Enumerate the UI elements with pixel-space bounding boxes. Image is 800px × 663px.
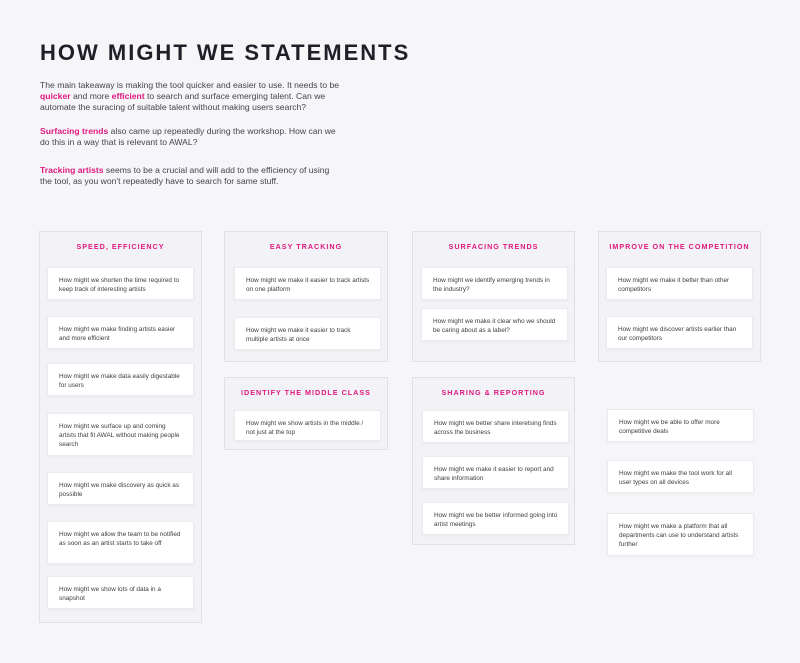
highlight-quicker: quicker bbox=[40, 91, 71, 102]
hmw-card-loose[interactable]: How might we make the tool work for all … bbox=[607, 460, 754, 493]
group-easy-tracking: EASY TRACKING How might we make it easie… bbox=[224, 231, 388, 362]
group-title: SURFACING TRENDS bbox=[448, 242, 539, 251]
hmw-card[interactable]: How might we make data easily digestable… bbox=[47, 363, 194, 396]
intro-text: to search and surface emerging talent. C… bbox=[40, 91, 326, 113]
group-identify-middle-class: IDENTIFY THE MIDDLE CLASS How might we s… bbox=[224, 377, 388, 450]
group-title: IDENTIFY THE MIDDLE CLASS bbox=[241, 388, 371, 397]
highlight-tracking-artists: Tracking artists bbox=[40, 165, 104, 175]
hmw-card[interactable]: How might we make discovery as quick as … bbox=[47, 472, 194, 505]
hmw-card[interactable]: How might we make finding artists easier… bbox=[47, 316, 194, 349]
group-surfacing-trends: SURFACING TRENDS How might we identify e… bbox=[412, 231, 575, 362]
page-title: HOW MIGHT WE STATEMENTS bbox=[40, 40, 411, 65]
intro-text: and more bbox=[70, 91, 112, 102]
intro-paragraph-3: Tracking artists seems to be a crucial a… bbox=[40, 165, 340, 187]
highlight-efficient: efficient bbox=[111, 91, 145, 102]
hmw-card[interactable]: How might we be better informed going in… bbox=[422, 502, 569, 535]
hmw-card-loose[interactable]: How might we make a platform that all de… bbox=[607, 513, 754, 556]
group-title: IMPROVE ON THE COMPETITION bbox=[609, 242, 750, 251]
hmw-card[interactable]: How might we make it clear who we should… bbox=[421, 308, 568, 341]
group-improve-competition: IMPROVE ON THE COMPETITION How might we … bbox=[598, 231, 761, 362]
hmw-card[interactable]: How might we discover artists earlier th… bbox=[606, 316, 753, 349]
hmw-card[interactable]: How might we make it easier to report an… bbox=[422, 456, 569, 489]
hmw-card[interactable]: How might we allow the team to be notifi… bbox=[47, 521, 194, 564]
intro-text: The main takeaway is making the tool qui… bbox=[40, 80, 340, 90]
highlight-surfacing-trends: Surfacing trends bbox=[40, 126, 109, 136]
hmw-card[interactable]: How might we make it better than other c… bbox=[606, 267, 753, 300]
hmw-card[interactable]: How might we shorten the time required t… bbox=[47, 267, 194, 300]
group-title: EASY TRACKING bbox=[269, 242, 343, 251]
hmw-card[interactable]: How might we better share interetsing fi… bbox=[422, 410, 569, 443]
hmw-card[interactable]: How might we show artists in the middle … bbox=[234, 410, 381, 441]
intro-text: seems to be a crucial and will add to th… bbox=[40, 165, 330, 187]
group-sharing-reporting: SHARING & REPORTING How might we better … bbox=[412, 377, 575, 545]
group-speed-efficiency: SPEED, EFFICIENCY How might we shorten t… bbox=[39, 231, 202, 623]
group-title: SHARING & REPORTING bbox=[441, 388, 546, 397]
group-title: SPEED, EFFICIENCY bbox=[76, 242, 165, 251]
hmw-card[interactable]: How might we show lots of data in a snap… bbox=[47, 576, 194, 609]
hmw-card[interactable]: How might we make it easier to track mul… bbox=[234, 317, 381, 350]
intro-text: also came up repeatedly during the works… bbox=[40, 126, 336, 148]
intro-paragraph-1: The main takeaway is making the tool qui… bbox=[40, 80, 340, 114]
hmw-card-loose[interactable]: How might we be able to offer more compe… bbox=[607, 409, 754, 442]
hmw-card[interactable]: How might we surface up and coming artis… bbox=[47, 413, 194, 456]
hmw-card[interactable]: How might we identify emerging trends in… bbox=[421, 267, 568, 300]
hmw-card[interactable]: How might we make it easier to track art… bbox=[234, 267, 381, 300]
intro-paragraph-2: Surfacing trends also came up repeatedly… bbox=[40, 126, 340, 148]
